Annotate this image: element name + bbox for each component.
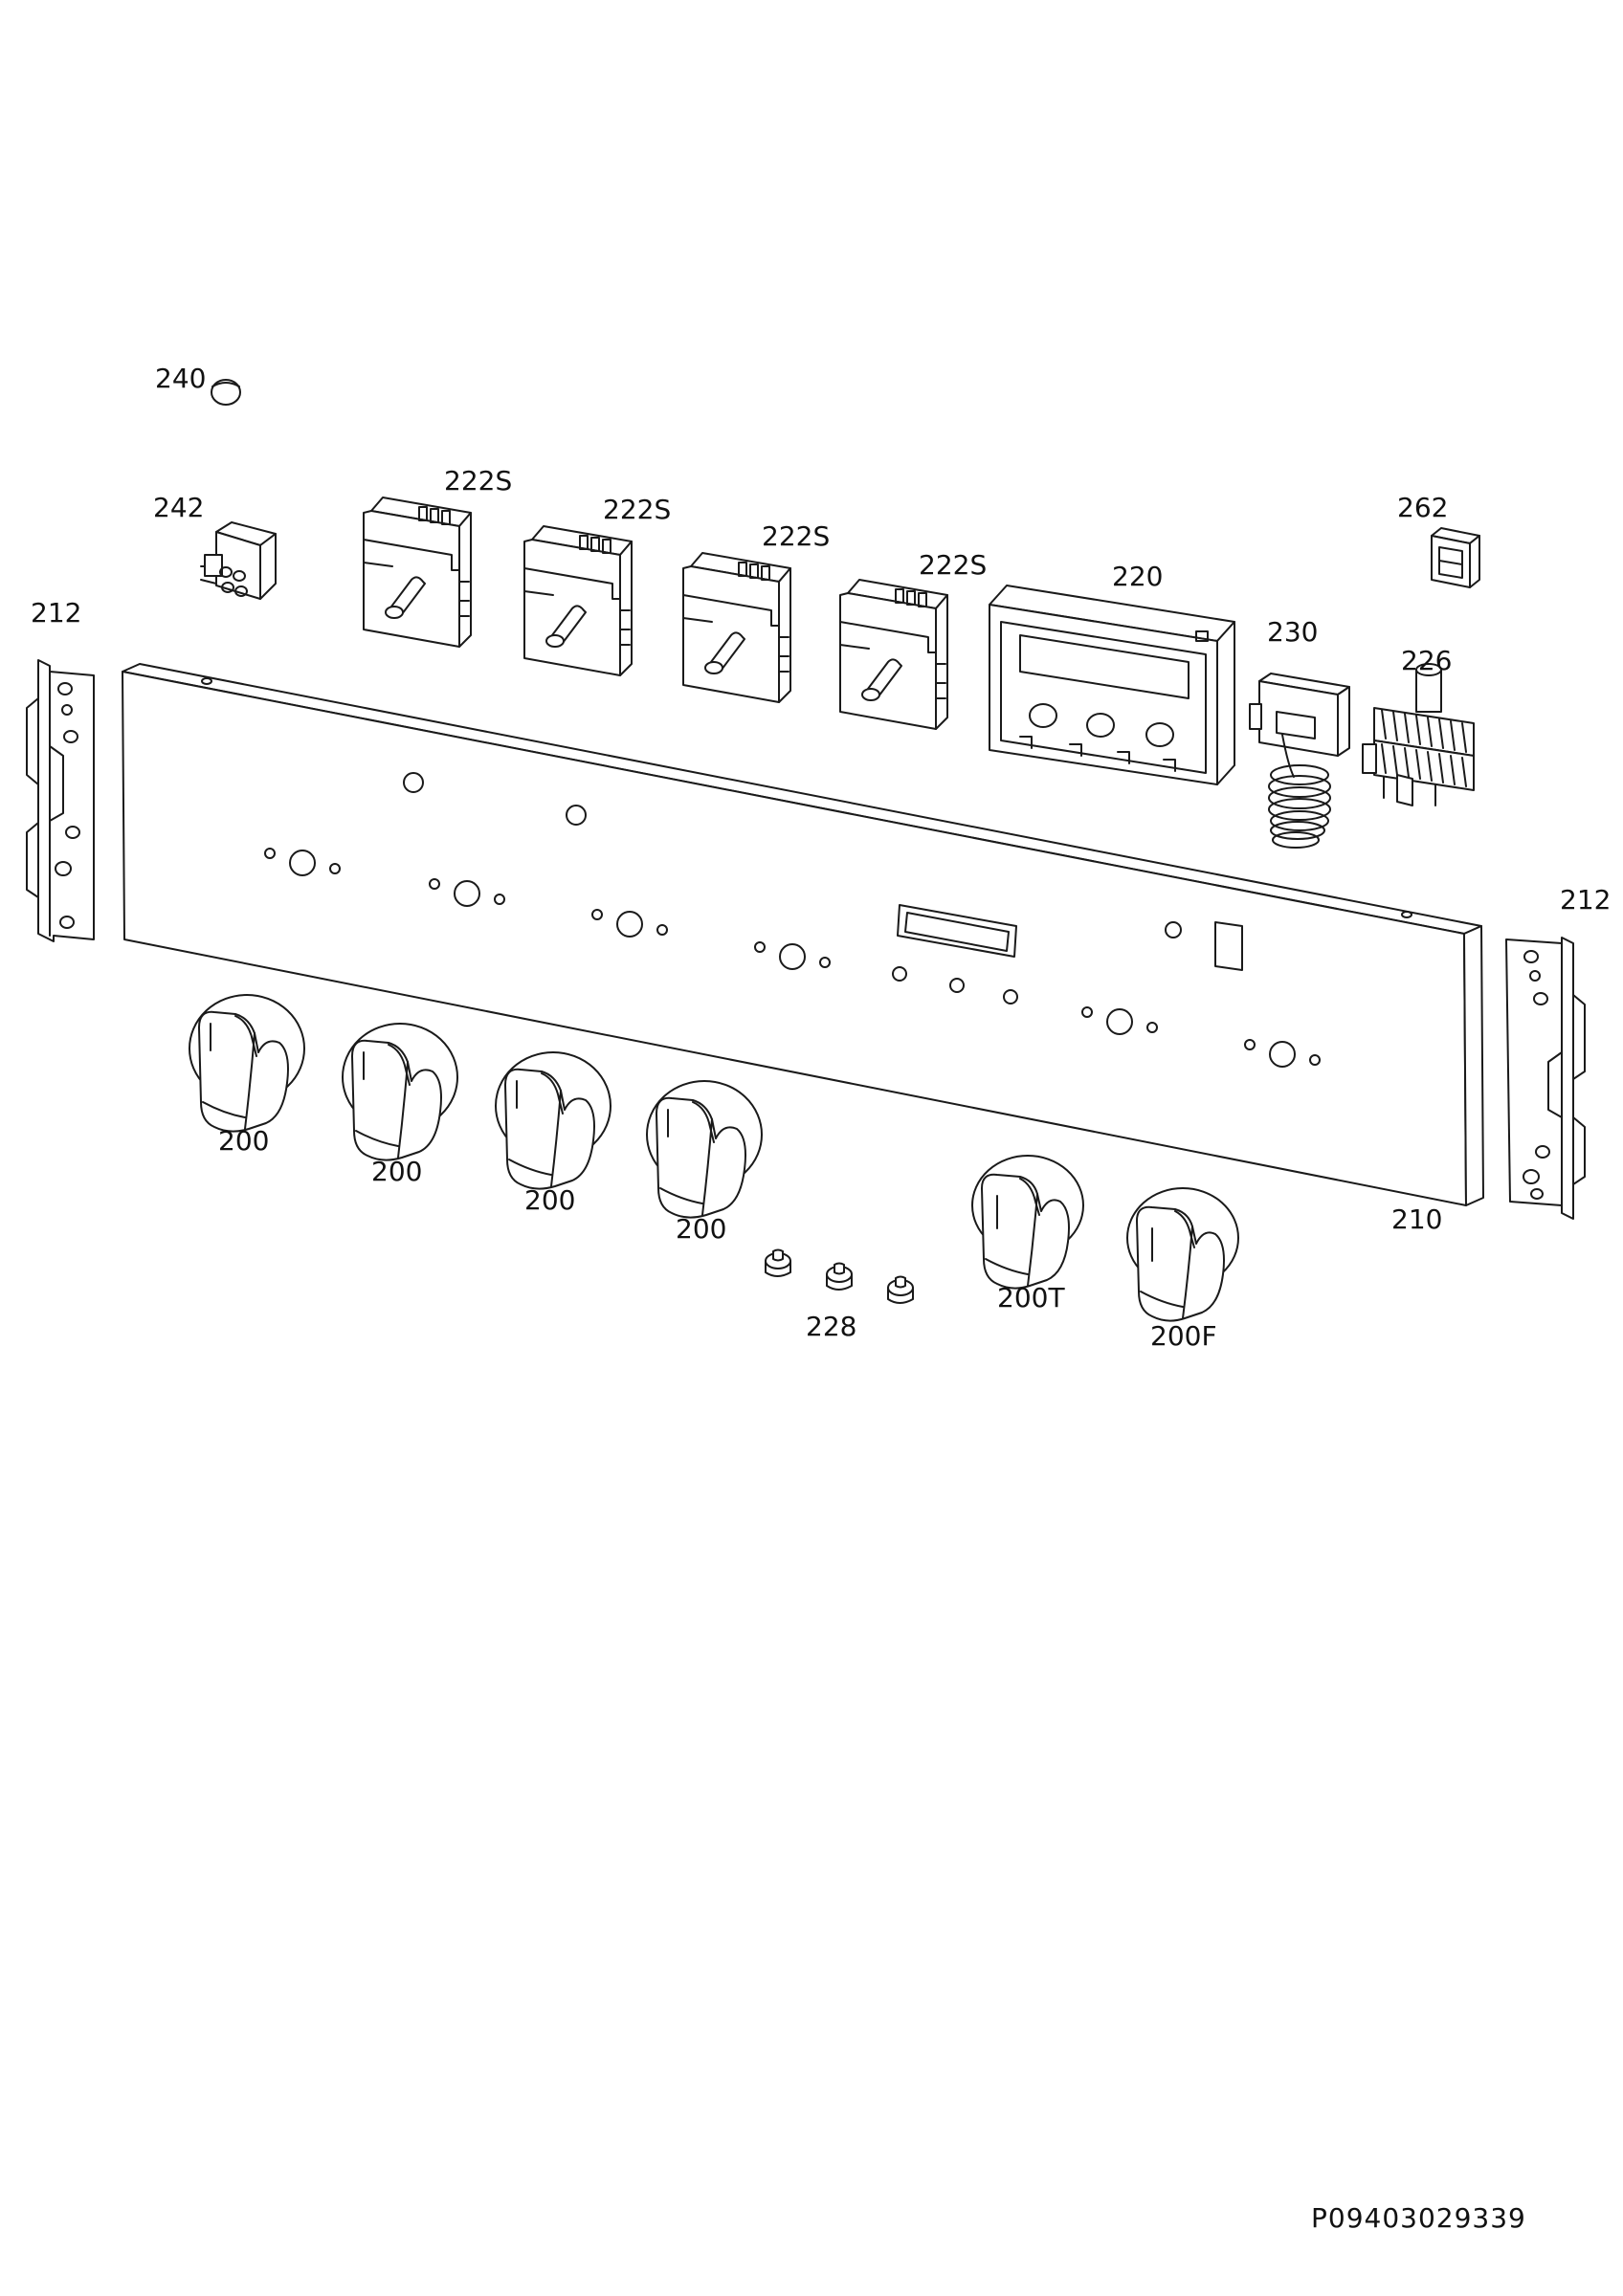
label-230: 230: [1267, 616, 1318, 648]
control-knob-200f: [1126, 1187, 1239, 1322]
energy-regulator-222s-4: [839, 579, 948, 730]
label-222s-3: 222S: [762, 520, 830, 552]
label-200t: 200T: [997, 1282, 1065, 1314]
label-212-right: 212: [1560, 884, 1611, 916]
control-knob-200-3: [495, 1051, 611, 1190]
label-222s-2: 222S: [603, 494, 671, 525]
thermostat-part-230: [1249, 673, 1350, 849]
label-262: 262: [1397, 492, 1448, 523]
label-212-left: 212: [31, 597, 81, 629]
control-knob-200-4: [646, 1080, 763, 1219]
energy-regulator-222s-1: [363, 497, 472, 648]
label-200f: 200F: [1150, 1320, 1217, 1352]
document-code: P09403029339: [1311, 2202, 1526, 2234]
label-242: 242: [153, 492, 204, 523]
label-200-4: 200: [676, 1213, 726, 1245]
control-knob-200t: [971, 1155, 1084, 1290]
label-222s-4: 222S: [919, 549, 987, 581]
selector-switch-part-226: [1362, 663, 1475, 806]
label-200-3: 200: [524, 1184, 575, 1216]
label-200-1: 200: [218, 1125, 269, 1157]
energy-regulator-222s-2: [523, 525, 633, 676]
bracket-part-212-right: [1505, 937, 1586, 1220]
energy-regulator-222s-3: [682, 552, 791, 703]
label-220: 220: [1112, 561, 1163, 592]
connector-part-242: [200, 521, 277, 600]
rocker-switch-part-262: [1431, 527, 1480, 588]
screw-part-228-2: [826, 1262, 853, 1291]
control-knob-200-2: [342, 1023, 458, 1161]
cap-part-240: [211, 379, 241, 406]
control-panel-part-210: [122, 663, 1484, 1206]
control-knob-200-1: [189, 994, 305, 1133]
bracket-part-212-left: [26, 659, 95, 942]
screw-part-228-1: [765, 1248, 791, 1277]
label-200-2: 200: [371, 1156, 422, 1187]
label-226: 226: [1401, 645, 1452, 676]
label-222s-1: 222S: [444, 465, 512, 497]
label-210: 210: [1391, 1203, 1442, 1235]
label-240: 240: [155, 363, 206, 394]
display-module-part-220: [989, 585, 1235, 785]
screw-part-228-3: [887, 1275, 914, 1304]
label-228: 228: [806, 1311, 856, 1342]
